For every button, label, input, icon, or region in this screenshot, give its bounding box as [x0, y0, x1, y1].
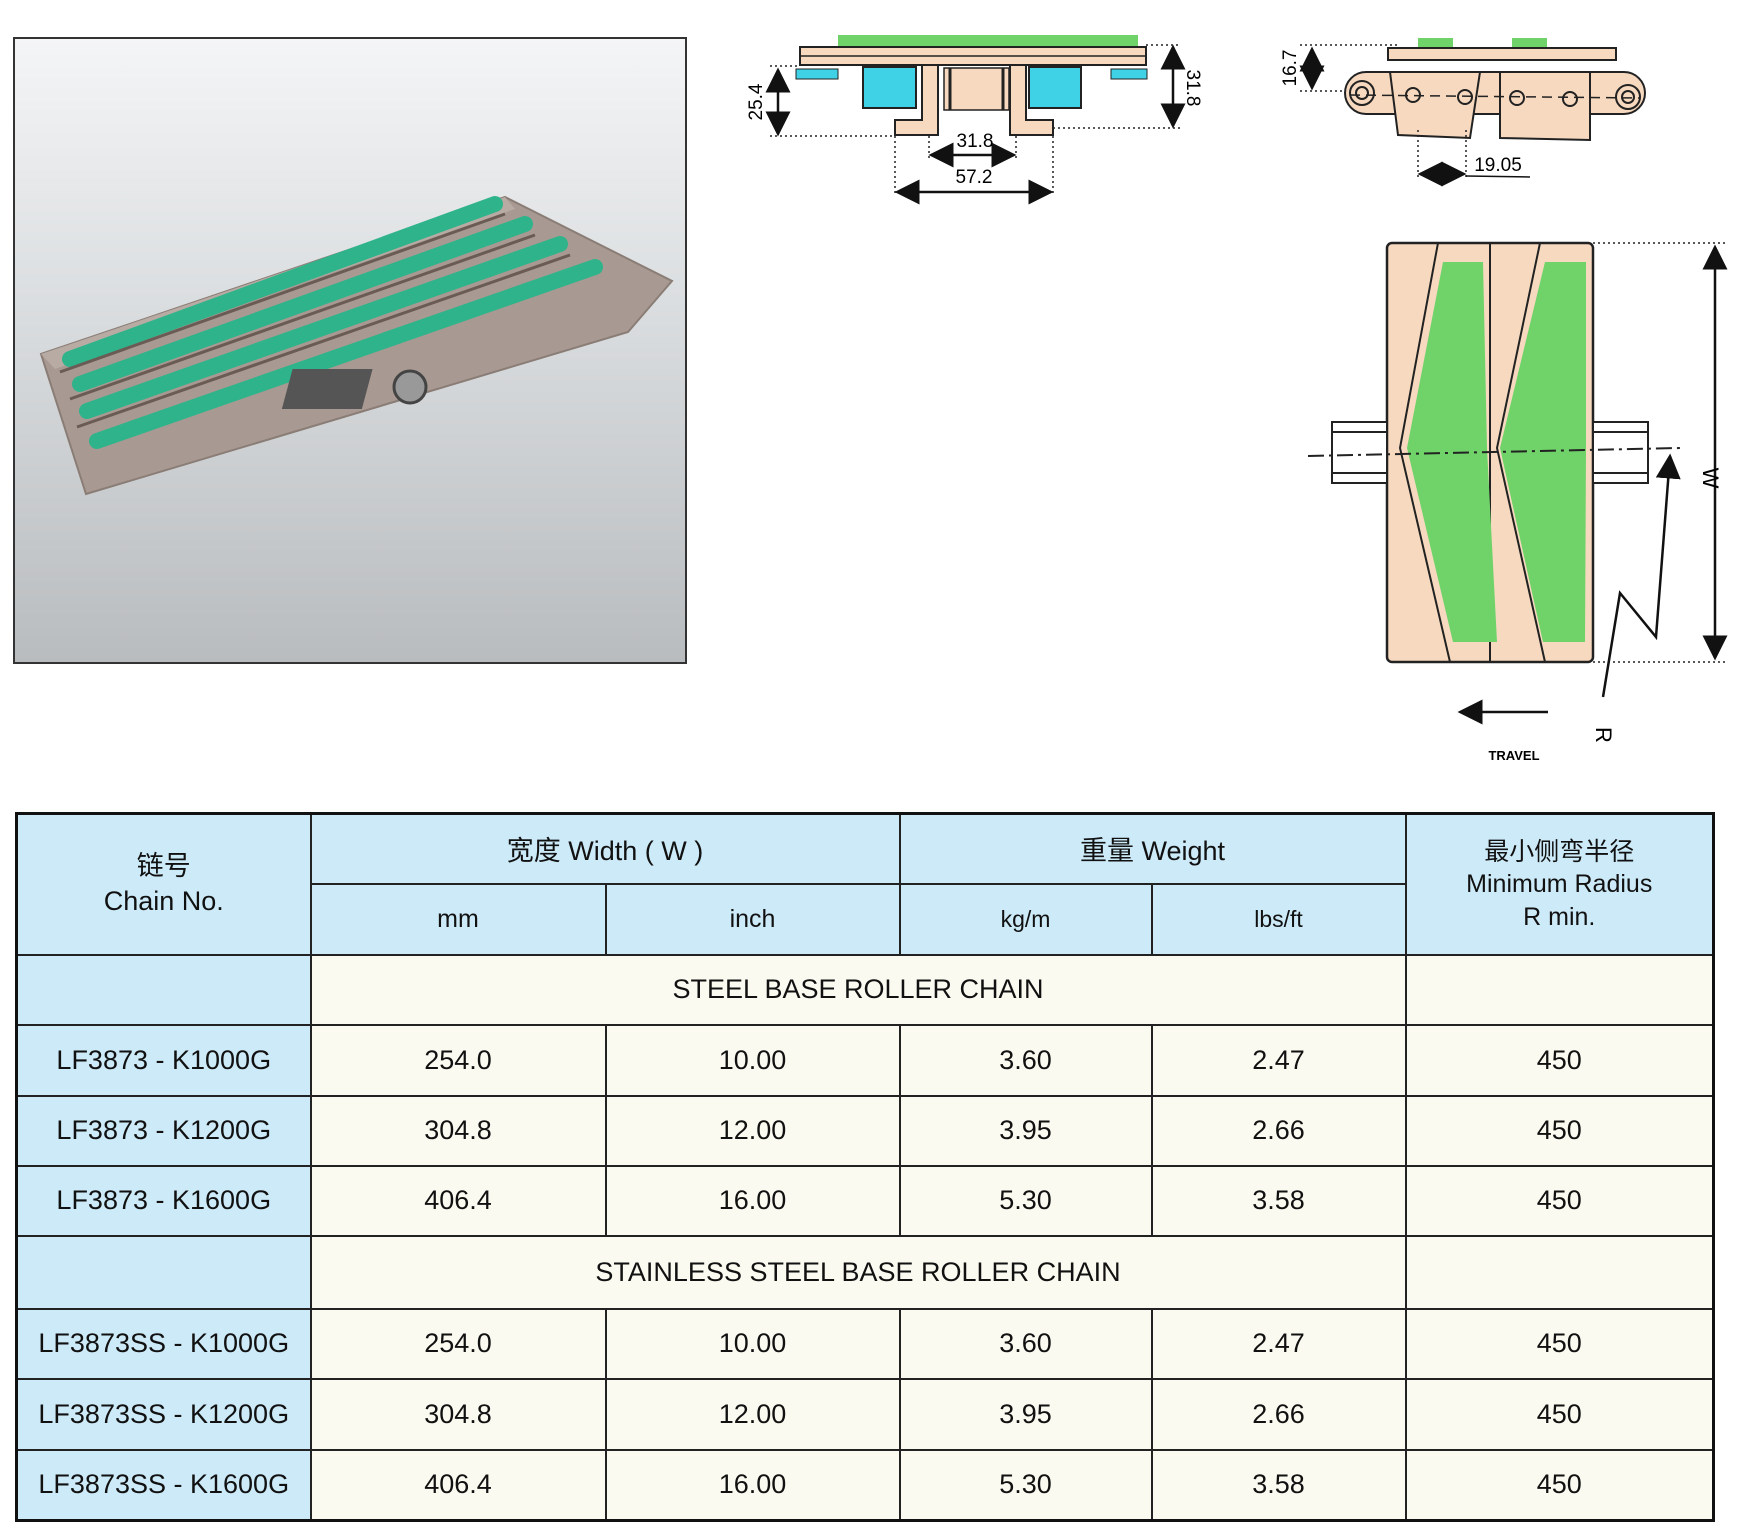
- product-photo: [13, 37, 687, 664]
- side-view-drawing: 16.7 19.05: [1280, 38, 1646, 187]
- section-chain-cell: [15, 953, 312, 1026]
- header-chain-no-en: Chain No.: [103, 886, 224, 917]
- header-kgm: kg/m: [898, 882, 1153, 956]
- weight-lbsft: 2.47: [1150, 1023, 1407, 1097]
- width-mm: 254.0: [309, 1023, 607, 1097]
- radius: 450: [1404, 1377, 1715, 1451]
- weight-lbsft: 3.58: [1150, 1164, 1407, 1237]
- width-mm: 406.4: [309, 1448, 607, 1522]
- header-radius: 最小侧弯半径 Minimum Radius R min.: [1404, 812, 1715, 956]
- dim-height-right: 31.8: [1182, 70, 1203, 107]
- header-weight: 重量 Weight: [898, 812, 1407, 885]
- radius-label: R: [1591, 727, 1616, 743]
- header-width: 宽度 Width ( W ): [309, 812, 901, 885]
- width-inch: 10.00: [604, 1307, 901, 1380]
- header-radius-en: Minimum Radius: [1466, 870, 1653, 898]
- table-row: LF3873 - K1600G 406.4 16.00 5.30 3.58 45…: [15, 1164, 1715, 1237]
- weight-kgm: 3.95: [898, 1377, 1153, 1451]
- weight-kgm: 5.30: [898, 1164, 1153, 1237]
- dim-outer-width: 57.2: [956, 167, 993, 188]
- width-inch: 16.00: [604, 1448, 901, 1522]
- width-mm: 406.4: [309, 1164, 607, 1237]
- radius: 450: [1404, 1307, 1715, 1380]
- header-inch: inch: [604, 882, 901, 956]
- chain-no: LF3873 - K1600G: [15, 1164, 312, 1237]
- table-row: LF3873SS - K1000G 254.0 10.00 3.60 2.47 …: [15, 1307, 1715, 1380]
- weight-kgm: 3.60: [898, 1023, 1153, 1097]
- section-radius-cell: [1404, 953, 1715, 1026]
- technical-drawings: 25.4 31.8 31.8 57.2 16.7 19.05: [746, 35, 1728, 763]
- cross-section-drawing: 25.4 31.8 31.8 57.2: [746, 35, 1203, 205]
- header-mm: mm: [309, 882, 607, 956]
- top-view-drawing: W R TRAVEL: [1307, 241, 1728, 763]
- weight-lbsft: 2.66: [1150, 1094, 1407, 1167]
- section-title: STEEL BASE ROLLER CHAIN: [309, 953, 1407, 1026]
- width-inch: 16.00: [604, 1164, 901, 1237]
- width-inch: 12.00: [604, 1377, 901, 1451]
- weight-lbsft: 3.58: [1150, 1448, 1407, 1522]
- header-radius-cn: 最小侧弯半径: [1484, 837, 1635, 866]
- section-row: STAINLESS STEEL BASE ROLLER CHAIN: [15, 1234, 1715, 1310]
- header-radius-unit: R min.: [1523, 902, 1596, 931]
- header-chain-no-cn: 链号: [136, 851, 191, 882]
- table-row: LF3873SS - K1600G 406.4 16.00 5.30 3.58 …: [15, 1448, 1715, 1522]
- radius: 450: [1404, 1094, 1715, 1167]
- radius: 450: [1404, 1164, 1715, 1237]
- weight-lbsft: 2.47: [1150, 1307, 1407, 1380]
- subheader-row: mm inch kg/m lbs/ft: [17, 882, 1714, 956]
- radius: 450: [1404, 1448, 1715, 1522]
- dim-height-left: 25.4: [746, 83, 767, 120]
- chain-no: LF3873 - K1000G: [15, 1023, 312, 1097]
- width-mm: 254.0: [309, 1307, 607, 1380]
- chain-no: LF3873 - K1200G: [15, 1094, 312, 1167]
- weight-kgm: 3.60: [898, 1307, 1153, 1380]
- radius: 450: [1404, 1023, 1715, 1097]
- chain-no: LF3873SS - K1200G: [15, 1377, 312, 1451]
- width-mm: 304.8: [309, 1094, 607, 1167]
- chain-no: LF3873SS - K1600G: [15, 1448, 312, 1522]
- header-chain-no: 链号 Chain No.: [15, 812, 312, 956]
- travel-label: TRAVEL: [1488, 748, 1539, 763]
- section-row: STEEL BASE ROLLER CHAIN: [15, 953, 1715, 1026]
- header-lbsft: lbs/ft: [1150, 882, 1407, 956]
- weight-kgm: 5.30: [898, 1448, 1153, 1522]
- dim-width-label: W: [1698, 468, 1723, 489]
- section-chain-cell: [15, 1234, 312, 1310]
- dim-pitch: 19.05: [1474, 155, 1522, 176]
- weight-kgm: 3.95: [898, 1094, 1153, 1167]
- chain-photo-illustration: [39, 195, 674, 496]
- table-row: LF3873SS - K1200G 304.8 12.00 3.95 2.66 …: [15, 1377, 1715, 1451]
- chain-no: LF3873SS - K1000G: [15, 1307, 312, 1380]
- section-radius-cell: [1404, 1234, 1715, 1310]
- dim-inner-width: 31.8: [957, 131, 994, 152]
- section-title: STAINLESS STEEL BASE ROLLER CHAIN: [309, 1234, 1407, 1310]
- width-mm: 304.8: [309, 1377, 607, 1451]
- dim-plate-height: 16.7: [1280, 50, 1301, 87]
- spec-table: 链号 Chain No. 宽度 Width ( W ) 重量 Weight 最小…: [15, 812, 1715, 1522]
- table-row: LF3873 - K1200G 304.8 12.00 3.95 2.66 45…: [15, 1094, 1715, 1167]
- weight-lbsft: 2.66: [1150, 1377, 1407, 1451]
- table-row: LF3873 - K1000G 254.0 10.00 3.60 2.47 45…: [15, 1023, 1715, 1097]
- width-inch: 10.00: [604, 1023, 901, 1097]
- header-row: 链号 Chain No. 宽度 Width ( W ) 重量 Weight 最小…: [15, 812, 1715, 956]
- width-inch: 12.00: [604, 1094, 901, 1167]
